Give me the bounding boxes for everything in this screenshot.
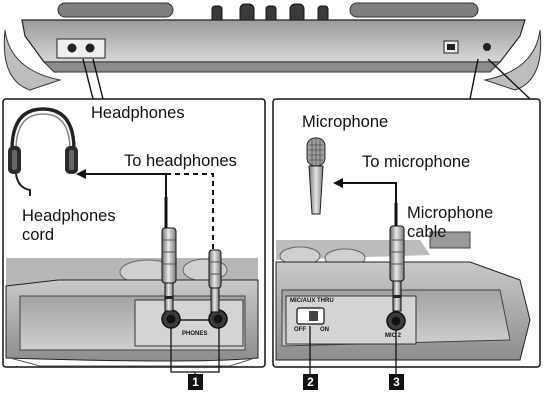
to-microphone-arrow (342, 182, 397, 203)
controller-overview (3, 2, 542, 91)
zoom-lines (82, 58, 531, 100)
microphone-plug (389, 203, 405, 312)
arrow-head-headphones (76, 169, 86, 179)
headphone-plug-1 (161, 197, 177, 312)
switch-on-text: ON (320, 327, 329, 333)
headphones-label: Headphones (91, 104, 185, 122)
to-headphones-label: To headphones (124, 152, 237, 170)
microphone-cable-label: Microphone cable (407, 204, 494, 241)
callout-badge-1: 1 (188, 374, 203, 390)
mic-aux-thru-panel-text: MIC/AUX THRU (290, 298, 334, 304)
headphones-cord-label: Headphones cord (22, 207, 116, 244)
to-microphone-label: To microphone (362, 153, 471, 171)
microphone-label: Microphone (302, 113, 389, 131)
arrow-head-microphone (333, 178, 343, 188)
headphone-plug-2 (208, 199, 222, 313)
callout-badge-2: 2 (303, 374, 318, 390)
callout-badge-3: 3 (389, 374, 404, 390)
mic2-panel-text: MIC 2 (385, 333, 402, 339)
callout-2-3-lines (309, 326, 397, 376)
microphone-icon (306, 137, 326, 215)
to-headphones-arrow (84, 173, 214, 199)
phones-panel-text: PHONES (182, 331, 208, 337)
switch-off-text: OFF (294, 327, 306, 333)
headphones-icon (8, 107, 78, 196)
